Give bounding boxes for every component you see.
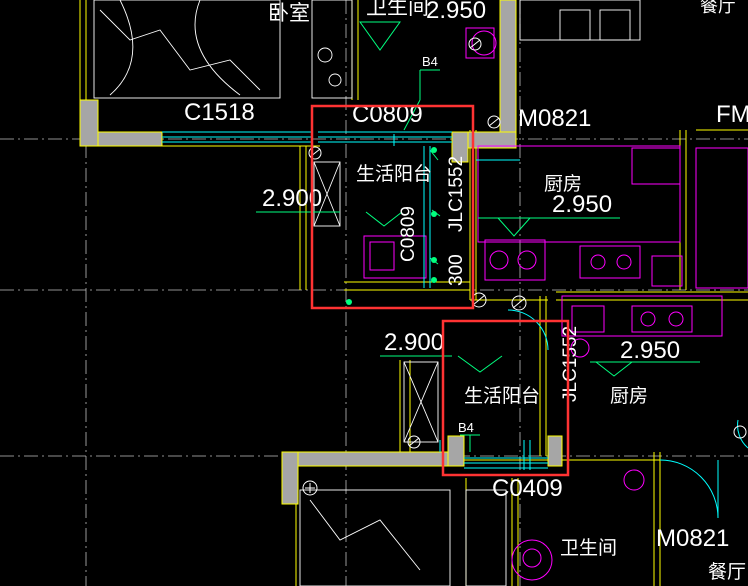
label-dining-bottom: 餐厅 bbox=[708, 561, 746, 583]
label-balcony-1: 生活阳台 bbox=[356, 163, 432, 185]
label-elev-2950-kitchen: 2.950 bbox=[552, 191, 612, 218]
furniture bbox=[93, 0, 641, 586]
highlight-boxes bbox=[310, 104, 570, 477]
drain-symbols bbox=[302, 37, 747, 496]
label-elev-2950-right: 2.950 bbox=[620, 337, 680, 364]
label-bedroom-top: 卧室 bbox=[268, 1, 310, 25]
label-m0821-bottom: M0821 bbox=[656, 525, 729, 552]
plan-labels: 卧室 卫生间 2.950 餐厅 C1518 C0809 B4 M0821 FM … bbox=[184, 0, 748, 583]
label-kitchen-1: 厨房 bbox=[544, 173, 582, 195]
highlight-box-upper bbox=[310, 104, 475, 310]
label-b4-mid: B4 bbox=[458, 420, 474, 435]
highlight-box-lower bbox=[441, 319, 570, 477]
label-dining-top: 餐厅 bbox=[700, 0, 736, 17]
label-vertical-300: 300 bbox=[446, 254, 467, 286]
window-lines bbox=[162, 131, 548, 469]
pipe-risers bbox=[393, 134, 531, 470]
leader-dots bbox=[346, 147, 437, 305]
label-kitchen-2: 厨房 bbox=[610, 385, 648, 407]
fixtures bbox=[363, 27, 748, 581]
label-c1518: C1518 bbox=[184, 99, 255, 126]
label-balcony-2: 生活阳台 bbox=[464, 385, 540, 407]
wall-fills bbox=[79, 0, 563, 505]
label-elev-2950-top: 2.950 bbox=[426, 0, 486, 24]
label-vertical-jlc-2: JLC1552 bbox=[560, 326, 581, 402]
label-elev-2900-mid: 2.900 bbox=[384, 329, 444, 356]
label-c0409: C0409 bbox=[492, 475, 563, 502]
label-m0821-top: M0821 bbox=[518, 105, 591, 132]
label-fm: FM bbox=[716, 101, 748, 128]
label-b4-top: B4 bbox=[422, 54, 438, 69]
annotation-lines bbox=[256, 21, 700, 452]
label-wc-bottom: 卫生间 bbox=[560, 537, 617, 559]
label-vertical-c0809: C0809 bbox=[398, 206, 419, 262]
label-wc-top: 卫生间 bbox=[366, 0, 429, 19]
label-vertical-jlc-1: JLC1552 bbox=[446, 156, 467, 232]
